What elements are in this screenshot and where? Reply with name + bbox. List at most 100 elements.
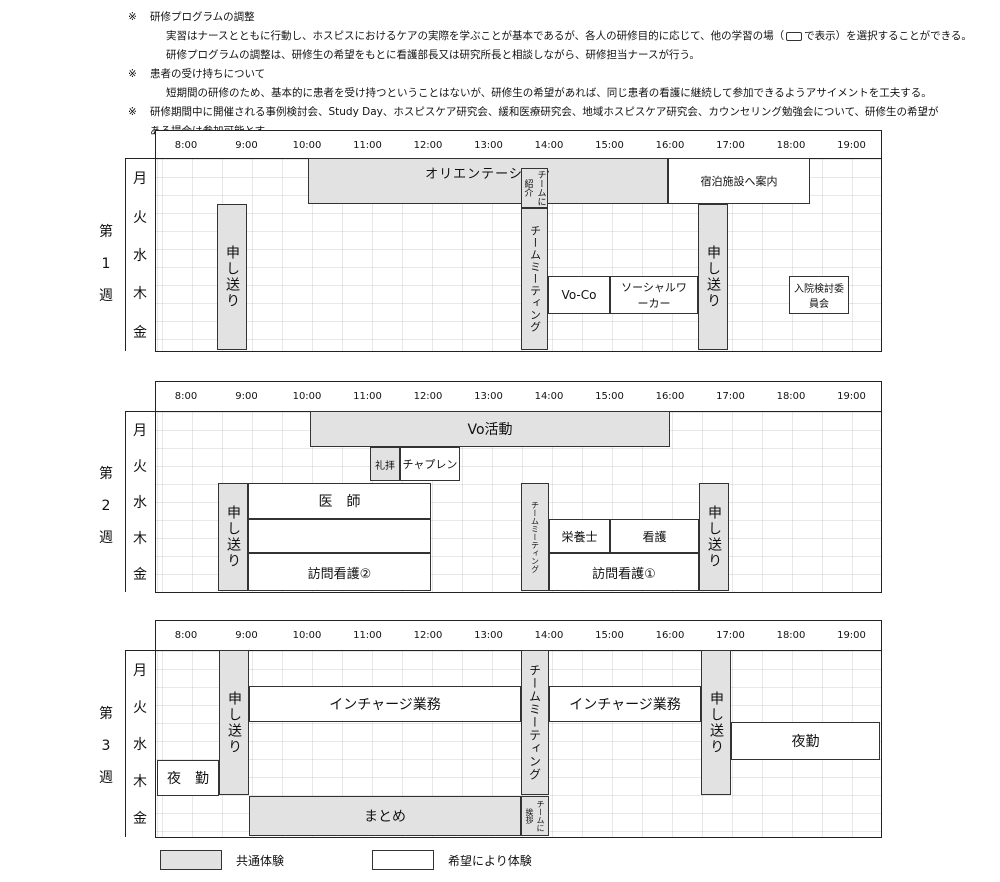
legend-optional: 希望により体験: [372, 850, 532, 870]
legend-common: 共通体験: [160, 850, 284, 870]
in-charge-duty-pm-block: インチャージ業務: [549, 686, 701, 722]
time-label: 17:00: [716, 630, 745, 641]
morning-handover-block: 申し送り: [219, 650, 249, 795]
time-label: 16:00: [655, 140, 685, 151]
time-label: 17:00: [716, 391, 745, 402]
note-title: 患者の受け持ちについて: [150, 68, 266, 80]
doctor-block-extension: [248, 519, 431, 553]
time-label: 14:00: [534, 391, 564, 402]
note-line: 研修期間中に開催される事例検討会、Study Day、ホスピスケア研究会、緩和医…: [150, 106, 939, 118]
optional-legend-icon: [786, 31, 803, 41]
time-label: 9:00: [235, 391, 258, 402]
time-label: 16:00: [655, 630, 685, 641]
note-patient: ※ 患者の受け持ちについて 短期間の研修のため、基本的に患者を受け持つということは…: [128, 65, 988, 103]
time-label: 19:00: [837, 630, 866, 641]
time-label: 19:00: [837, 140, 866, 151]
common-swatch: [160, 850, 222, 870]
legend-common-label: 共通体験: [236, 853, 285, 868]
day-label: 月: [133, 423, 147, 439]
time-label: 12:00: [413, 140, 443, 151]
day-label: 金: [133, 324, 147, 341]
day-label: 金: [133, 567, 147, 583]
night-shift-pm-block: 夜勤: [731, 722, 880, 760]
nursing-block: 看護: [610, 519, 699, 553]
day-label: 月: [133, 662, 147, 679]
day-label: 火: [133, 209, 147, 226]
optional-swatch: [372, 850, 434, 870]
morning-handover-block: 申し送り: [218, 483, 248, 591]
time-label: 9:00: [235, 630, 258, 641]
time-label: 11:00: [353, 391, 382, 402]
time-label: 18:00: [776, 630, 806, 641]
note-line: で表示）を選択することができる。: [804, 30, 972, 42]
time-label: 17:00: [716, 140, 745, 151]
admission-committee-block: 入院検討委員会: [789, 276, 849, 314]
time-label: 8:00: [174, 630, 198, 641]
time-label: 10:00: [292, 630, 322, 641]
in-charge-duty-am-block: インチャージ業務: [249, 686, 521, 722]
time-label: 11:00: [353, 140, 382, 151]
worship-block: 礼拝: [370, 447, 400, 481]
day-label: 水: [133, 248, 147, 264]
time-label: 13:00: [474, 391, 503, 402]
day-label: 木: [133, 774, 147, 791]
week-1-timeline: [155, 130, 882, 159]
nutritionist-block: 栄養士: [549, 519, 610, 553]
week-3-timeline: [155, 620, 882, 651]
note-line: 研修プログラムの調整は、研修生の希望をもとに看護部長又は研究所長と相談しながら、…: [166, 49, 700, 61]
doctor-block: 医 師: [248, 483, 431, 519]
home-visit-nursing-1-block: 訪問看護①: [549, 553, 699, 591]
time-label: 13:00: [474, 140, 503, 151]
day-label: 木: [133, 286, 147, 303]
day-label: 金: [133, 811, 147, 828]
chaplain-block: チャプレン: [400, 447, 460, 481]
time-label: 15:00: [595, 140, 624, 151]
time-label: 11:00: [353, 630, 382, 641]
time-label: 9:00: [235, 140, 258, 151]
team-introduction-block: チームに紹介: [521, 168, 548, 208]
note-mark: ※: [128, 106, 137, 118]
time-label: 19:00: [837, 391, 866, 402]
home-visit-nursing-2-block: 訪問看護②: [248, 553, 431, 591]
time-label: 12:00: [413, 391, 443, 402]
day-label: 水: [133, 495, 147, 511]
team-meeting-block: チームミーティング: [521, 208, 548, 350]
time-label: 14:00: [534, 140, 564, 151]
day-label: 水: [133, 737, 147, 753]
morning-handover-block: 申し送り: [217, 204, 247, 350]
time-label: 16:00: [655, 391, 685, 402]
day-label: 火: [133, 459, 147, 475]
time-label: 15:00: [595, 630, 624, 641]
time-label: 8:00: [174, 391, 198, 402]
evening-handover-block: 申し送り: [699, 483, 729, 591]
note-mark: ※: [128, 11, 137, 23]
day-label: 木: [133, 531, 147, 547]
note-line: 実習はナースとともに行動し、ホスピスにおけるケアの実際を学ぶことが基本であるが、…: [166, 30, 785, 42]
voco-block: Vo-Co: [548, 276, 610, 314]
team-greeting-block: チームに挨拶: [521, 796, 549, 836]
social-worker-block: ソーシャルワーカー: [610, 276, 698, 314]
note-mark: ※: [128, 68, 137, 80]
note-title: 研修プログラムの調整: [150, 11, 255, 23]
time-label: 12:00: [413, 630, 443, 641]
note-line: 短期間の研修のため、基本的に患者を受け持つということはないが、研修生の希望があれ…: [166, 87, 932, 99]
time-label: 10:00: [292, 391, 322, 402]
day-label: 火: [133, 699, 147, 716]
orientation-block: オリエンテーション: [308, 158, 668, 204]
night-shift-am-block: 夜 勤: [157, 760, 219, 796]
day-label: 月: [133, 171, 147, 188]
notes-section: ※ 研修プログラムの調整 実習はナースとともに行動し、ホスピスにおけるケアの実際を…: [128, 8, 988, 141]
time-label: 13:00: [474, 630, 503, 641]
week-2-timeline: [155, 381, 882, 412]
note-program-adjustment: ※ 研修プログラムの調整 実習はナースとともに行動し、ホスピスにおけるケアの実際を…: [128, 8, 988, 65]
time-label: 10:00: [292, 140, 322, 151]
volunteer-activity-block: Vo活動: [310, 411, 670, 447]
team-meeting-block: チームミーティング: [521, 483, 549, 591]
lodging-guide-block: 宿泊施設へ案内: [668, 158, 810, 204]
time-label: 18:00: [776, 391, 806, 402]
time-label: 14:00: [534, 630, 564, 641]
time-label: 8:00: [174, 140, 198, 151]
